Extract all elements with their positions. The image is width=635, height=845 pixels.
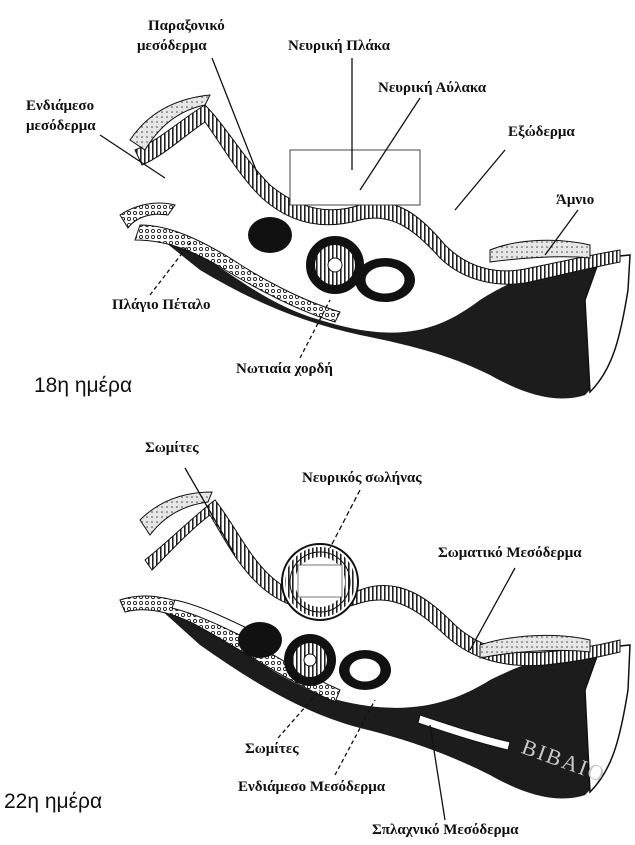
neural-plate-panel xyxy=(290,150,420,205)
label-intermediate-mesoderm-line1: Ενδιάμεσο xyxy=(26,98,94,115)
label-somatic-mesoderm: Σωματικό Μεσόδερμα xyxy=(438,545,582,562)
label-somites-bottom: Σωμίτες xyxy=(245,741,299,758)
label-neural-plate: Νευρική Πλάκα xyxy=(288,38,390,55)
label-lateral-plate: Πλάγιο Πέταλο xyxy=(112,297,211,314)
day-label-18: 18η ημέρα xyxy=(34,374,132,398)
embryo-section-day18 xyxy=(100,58,630,398)
label-intermediate-mesoderm-line2: μεσόδερμα xyxy=(26,118,96,135)
label-paraxial-mesoderm-line1: Παραξονικό xyxy=(148,18,225,35)
label-splanchnic-mesoderm: Σπλαχνικό Μεσόδερμα xyxy=(372,822,519,839)
label-neural-groove: Νευρική Αύλακα xyxy=(378,80,486,97)
label-notochord: Νωτιαία χορδή xyxy=(236,361,333,378)
label-somites-top: Σωμίτες xyxy=(145,440,199,457)
label-amnion: Άμνιο xyxy=(556,192,594,209)
label-intermediate-mesoderm: Ενδιάμεσο Μεσόδερμα xyxy=(238,779,385,796)
label-paraxial-mesoderm-line2: μεσόδερμα xyxy=(137,38,207,55)
label-ectoderm: Εξώδερμα xyxy=(508,124,575,141)
day-label-22: 22η ημέρα xyxy=(4,790,102,814)
label-neural-tube: Νευρικός σωλήνας xyxy=(302,470,422,487)
